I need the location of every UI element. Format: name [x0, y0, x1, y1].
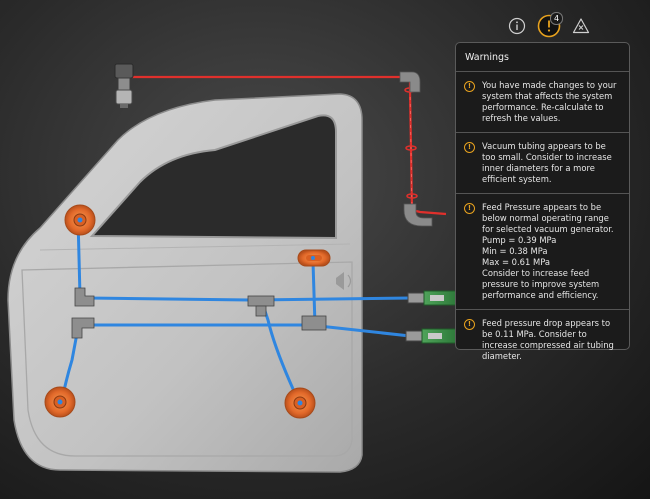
warning-text: Feed Pressure appears to be below normal… [482, 202, 614, 300]
tee-fitting-upper[interactable] [247, 295, 275, 317]
view-toolbar: 4 [505, 12, 593, 38]
warning-text: Vacuum tubing appears to be too small. C… [482, 141, 612, 184]
warning-item: ! Vacuum tubing appears to be too small.… [456, 133, 629, 194]
pressure-regulator[interactable] [114, 63, 134, 108]
pressure-tube[interactable] [128, 75, 447, 216]
warning-item: ! Feed pressure drop appears to be 0.11 … [456, 310, 629, 370]
elbow-fitting-left-upper[interactable] [74, 287, 95, 307]
suction-cup-top-left[interactable] [64, 204, 96, 236]
elbow-fitting-left-lower[interactable] [71, 317, 95, 339]
suction-cup-bottom-right[interactable] [284, 387, 316, 419]
warnings-panel: Warnings ! You have made changes to your… [455, 42, 630, 361]
warnings-button[interactable]: 4 [537, 12, 563, 38]
warning-text: Feed pressure drop appears to be 0.11 MP… [482, 318, 614, 361]
suction-cup-handle[interactable] [297, 249, 331, 267]
suction-cup-bottom-left[interactable] [44, 386, 76, 418]
vacuum-generator-upper[interactable] [407, 290, 457, 306]
warnings-count-badge: 4 [550, 12, 563, 25]
warnings-panel-title: Warnings [456, 43, 629, 72]
warning-circle-icon: ! [464, 203, 475, 214]
warning-item: ! You have made changes to your system t… [456, 72, 629, 133]
elbow-fitting-top[interactable] [399, 71, 421, 93]
info-icon[interactable] [505, 14, 529, 38]
warning-circle-icon: ! [464, 81, 475, 92]
tee-fitting-lower[interactable] [301, 315, 327, 331]
warning-circle-icon: ! [464, 142, 475, 153]
warning-item: ! Feed Pressure appears to be below norm… [456, 194, 629, 310]
vacuum-generator-lower[interactable] [405, 328, 457, 344]
alert-triangle-icon[interactable] [569, 14, 593, 38]
warning-circle-icon: ! [464, 319, 475, 330]
warning-text: You have made changes to your system tha… [482, 80, 617, 123]
elbow-fitting-bottom[interactable] [403, 203, 433, 227]
car-door [7, 93, 363, 473]
